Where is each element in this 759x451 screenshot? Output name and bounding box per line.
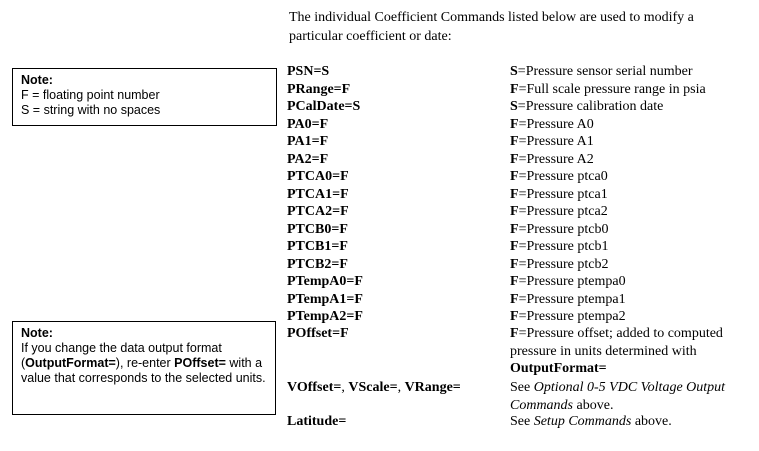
note-title: Note:: [21, 73, 53, 87]
command-description: F=Pressure ptcb1: [510, 238, 755, 256]
param-type: F: [510, 134, 519, 149]
section-reference: Setup Commands: [533, 414, 632, 429]
command-description: F=Pressure ptca2: [510, 203, 755, 221]
param-type: F: [510, 256, 519, 272]
command-description: S=Pressure calibration date: [510, 98, 755, 116]
separator: ,: [341, 380, 349, 395]
command-description: F=Pressure ptcb2: [510, 256, 755, 274]
param-type: F: [510, 309, 519, 324]
command-description: F=Pressure ptempa0: [510, 273, 755, 291]
param-type: S: [510, 64, 518, 79]
param-type: S: [510, 99, 518, 114]
param-type: F: [510, 81, 519, 97]
param-type: F: [510, 151, 519, 167]
command-name: PTCB1=F: [287, 239, 348, 254]
desc-text: =Pressure ptca2: [518, 204, 608, 219]
desc-text: =Pressure A2: [518, 151, 594, 167]
command-description: F=Pressure ptca0: [510, 168, 755, 186]
desc-text: =Pressure offset; added to computed pres…: [510, 326, 723, 359]
command-description: F=Pressure A0: [510, 116, 755, 134]
desc-text: =Pressure A0: [518, 116, 594, 132]
param-type: F: [510, 186, 519, 202]
command-voffset-vscale-vrange: VOffset=, VScale=, VRange=: [287, 379, 497, 397]
param-type: F: [510, 291, 519, 307]
param-type: F: [510, 204, 519, 219]
param-type: F: [510, 116, 519, 132]
command-description: F=Pressure ptempa1: [510, 291, 755, 309]
desc-text: =Pressure ptca0: [518, 169, 608, 184]
command-name: PTempA0=F: [287, 274, 363, 289]
intro-paragraph: The individual Coefficient Commands list…: [289, 10, 694, 44]
command-description: F=Full scale pressure range in psia: [510, 81, 755, 99]
desc-latitude: See Setup Commands above.: [510, 413, 755, 431]
note-bold-command: POffset=: [174, 356, 226, 370]
command-name: PTCA0=F: [287, 169, 349, 184]
command-latitude: Latitude=: [287, 414, 347, 429]
command-name: PTCA2=F: [287, 204, 349, 219]
desc-text: See: [510, 414, 534, 429]
param-type: F: [510, 239, 519, 254]
note-text: ), re-enter: [115, 356, 175, 370]
command-name: PTempA2=F: [287, 309, 363, 324]
command-name: PA0=F: [287, 116, 329, 132]
command-voffset: VOffset=: [287, 380, 342, 395]
note-bold-command: OutputFormat=: [25, 356, 116, 370]
desc-text: =Full scale pressure range in psia: [518, 81, 706, 97]
desc-text: =Pressure ptca1: [518, 186, 608, 202]
desc-text: above.: [573, 397, 614, 413]
command-name: PRange=F: [287, 81, 351, 97]
command-description: F=Pressure A2: [510, 151, 755, 169]
param-type: F: [510, 221, 519, 237]
command-name: PA2=F: [287, 151, 329, 167]
command-name: PA1=F: [287, 134, 329, 149]
command-description: S=Pressure sensor serial number: [510, 63, 755, 81]
desc-text: =Pressure ptempa1: [518, 291, 626, 307]
desc-text: above.: [631, 414, 672, 429]
param-type: F: [510, 274, 519, 289]
note-text: with a value that corresponds to the sel…: [21, 356, 266, 385]
command-poffset: POffset=F: [287, 326, 349, 341]
command-description: F=Pressure ptca1: [510, 186, 755, 204]
desc-voffset: See Optional 0-5 VDC Voltage Output Comm…: [510, 379, 755, 414]
separator: ,: [397, 380, 405, 395]
command-name: PTCA1=F: [287, 186, 349, 202]
command-description: F=Pressure ptempa2: [510, 308, 755, 326]
command-name: PTCB2=F: [287, 256, 348, 272]
desc-text: =Pressure ptcb0: [518, 221, 609, 237]
note-title: Note:: [21, 326, 53, 340]
note-box-output-format: Note: If you change the data output form…: [12, 321, 276, 415]
section-reference: Optional 0-5 VDC Voltage Output Commands: [510, 380, 726, 413]
note-text: If you change the data output format (: [21, 341, 222, 370]
note-line-string: S = string with no spaces: [21, 103, 161, 117]
param-type: F: [510, 326, 519, 341]
desc-text: =Pressure calibration date: [517, 99, 664, 114]
desc-bold-command: OutputFormat=: [510, 361, 607, 376]
note-line-float: F = floating point number: [21, 88, 160, 102]
note-box-types: Note: F = floating point number S = stri…: [12, 68, 277, 126]
command-description: F=Pressure A1: [510, 133, 755, 151]
desc-poffset: F=Pressure offset; added to computed pre…: [510, 325, 755, 378]
desc-text: =Pressure A1: [518, 134, 594, 149]
command-name: PTCB0=F: [287, 221, 348, 237]
command-description: F=Pressure ptcb0: [510, 221, 755, 239]
desc-text: =Pressure sensor serial number: [517, 64, 693, 79]
command-name: PSN=S: [287, 64, 330, 79]
command-vrange: VRange=: [404, 380, 461, 395]
command-name: PCalDate=S: [287, 99, 361, 114]
desc-text: =Pressure ptempa2: [518, 309, 626, 324]
command-vscale: VScale=: [348, 380, 398, 395]
command-name: PTempA1=F: [287, 291, 363, 307]
desc-text: =Pressure ptcb1: [518, 239, 609, 254]
desc-text: =Pressure ptempa0: [518, 274, 626, 289]
desc-text: See: [510, 380, 534, 395]
note-body: If you change the data output format (Ou…: [21, 341, 267, 386]
desc-text: =Pressure ptcb2: [518, 256, 609, 272]
param-type: F: [510, 169, 519, 184]
